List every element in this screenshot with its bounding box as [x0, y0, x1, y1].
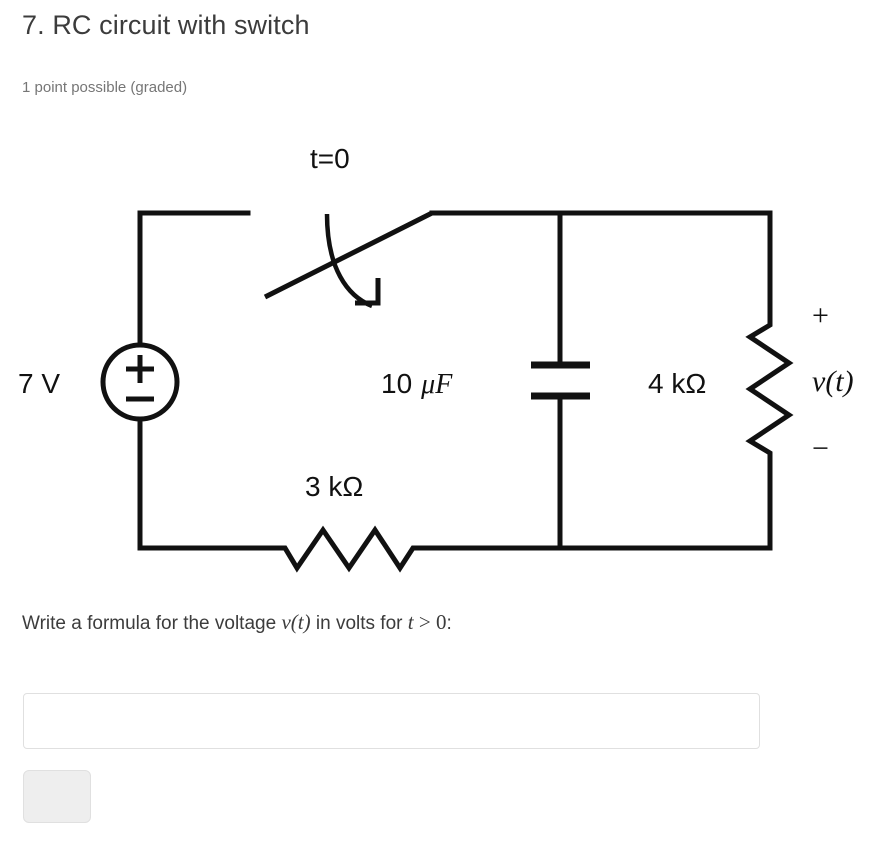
- switch-blade: [263, 210, 434, 300]
- prompt-math-operator: >: [413, 610, 436, 634]
- voltage-minus-sign: −: [812, 432, 829, 465]
- resistor-series-label: 3 kΩ: [305, 471, 363, 502]
- prompt-text-middle: in volts for: [310, 613, 408, 634]
- source-voltage-label: 7 V: [18, 368, 60, 399]
- prompt-text-prefix: Write a formula for the voltage: [22, 613, 282, 634]
- voltage-label: v(t): [812, 365, 854, 398]
- circuit-schematic-svg: t=0 7 V 3 kΩ: [18, 143, 854, 573]
- prompt-text-suffix: :: [446, 613, 452, 634]
- circuit-diagram: t=0 7 V 3 kΩ: [0, 118, 896, 586]
- submit-button[interactable]: [23, 770, 91, 823]
- voltage-plus-sign: +: [812, 299, 829, 332]
- page-title: 7. RC circuit with switch: [22, 10, 310, 40]
- resistor-load-symbol: [745, 318, 794, 460]
- resistor-load-label: 4 kΩ: [648, 368, 706, 399]
- answer-input[interactable]: [23, 693, 760, 749]
- prompt-math-zero: 0: [435, 610, 447, 634]
- switch-close-arrow-curve: [324, 213, 373, 309]
- switch-time-label: t=0: [310, 143, 350, 174]
- prompt-math-vt: v(t): [281, 610, 311, 634]
- question-prompt: Write a formula for the voltage v(t) in …: [22, 610, 452, 635]
- resistor-series-symbol: [272, 525, 425, 573]
- prompt-math-t: t: [407, 610, 414, 634]
- switch-close-arrow-head: [355, 278, 381, 306]
- points-possible-label: 1 point possible (graded): [22, 79, 188, 96]
